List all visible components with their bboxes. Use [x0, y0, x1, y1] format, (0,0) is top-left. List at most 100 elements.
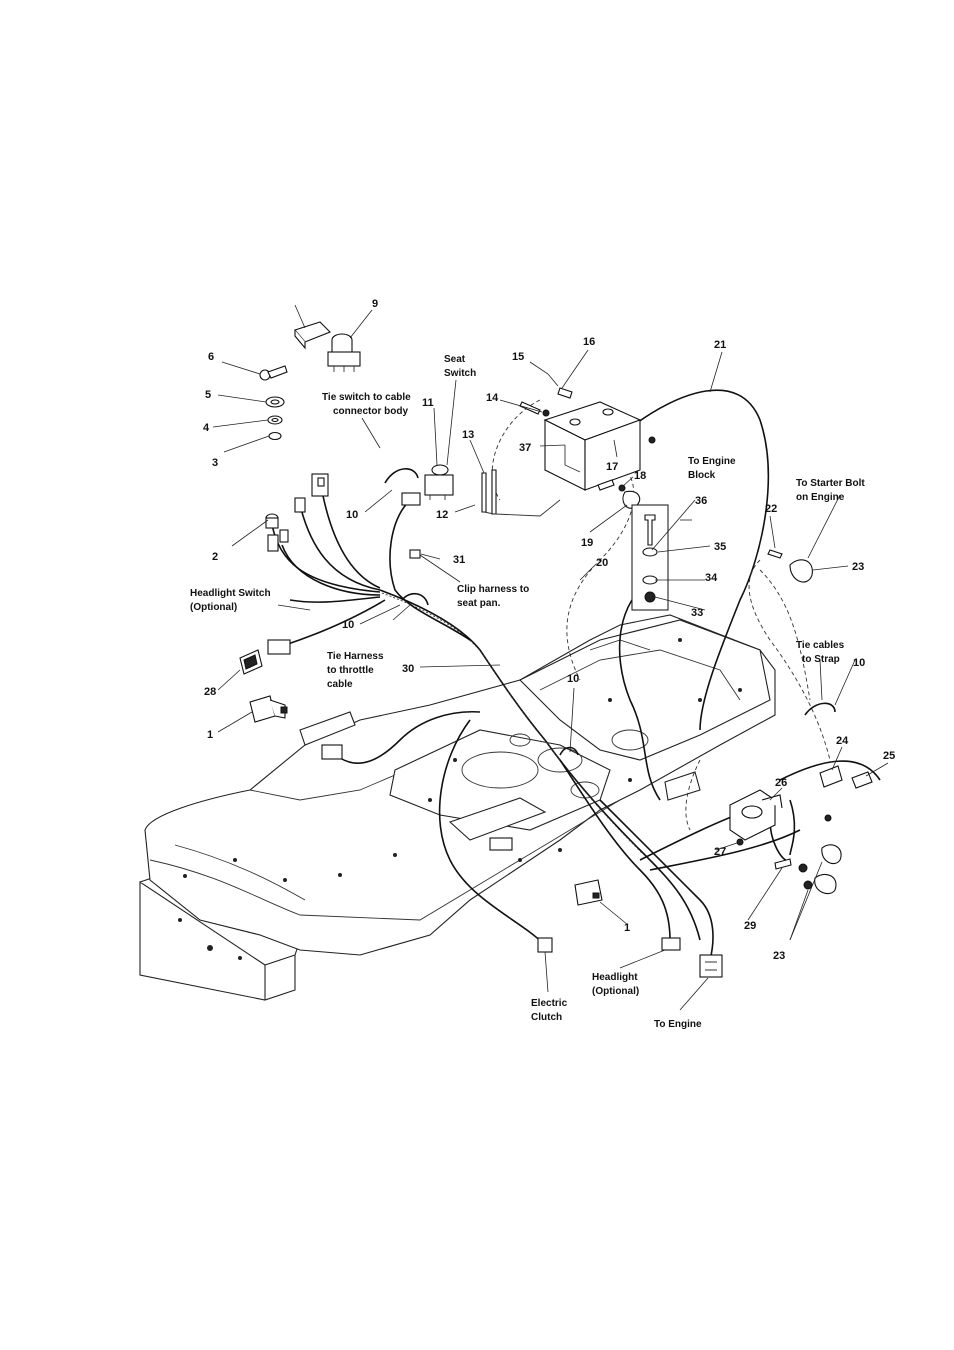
mower-frame	[139, 614, 776, 1001]
callout-2: 2	[212, 551, 218, 563]
label-clip-harness-line2: seat pan.	[457, 598, 501, 609]
label-tie-harness-line1: Tie Harness	[327, 651, 384, 662]
part-cable-tie	[804, 702, 836, 716]
part-connector	[661, 937, 681, 951]
callouts: 9 6 5 4 3 15 16 21 11 14 13 37 17 18 10 …	[203, 298, 895, 962]
part-cable-tie	[559, 746, 579, 756]
callout-1-right: 1	[624, 922, 630, 934]
part-ignition-switch	[265, 513, 279, 529]
parts	[239, 321, 873, 978]
callout-17: 17	[606, 461, 618, 473]
label-tie-switch-line1: Tie switch to cable	[322, 392, 411, 403]
part-nut	[648, 436, 656, 444]
callout-28: 28	[204, 686, 216, 698]
label-to-starter-bolt-line1: To Starter Bolt	[796, 478, 865, 489]
callout-18: 18	[634, 470, 646, 482]
callout-12: 12	[436, 509, 448, 521]
part-starter-solenoid	[729, 789, 783, 841]
part-cover	[294, 321, 331, 350]
part-connector-pin	[317, 477, 325, 487]
part-bolt	[597, 479, 615, 491]
label-tie-harness-line3: cable	[327, 679, 353, 690]
callout-37: 37	[519, 442, 531, 454]
callout-27: 27	[714, 846, 726, 858]
part-clip	[494, 499, 561, 517]
part-connector	[321, 744, 343, 760]
label-headlight-line1: Headlight	[592, 972, 638, 983]
callout-29: 29	[744, 920, 756, 932]
label-tie-harness-line2: to throttle	[327, 665, 374, 676]
part-lock-washer	[268, 431, 282, 441]
part-connector	[267, 639, 291, 655]
label-headlight-switch-line1: Headlight Switch	[190, 588, 271, 599]
part-cable-tie	[384, 468, 419, 484]
part-key	[259, 365, 288, 381]
label-headlight-line2: (Optional)	[592, 986, 639, 997]
callout-33: 33	[691, 607, 703, 619]
label-clip-harness-line1: Clip harness to	[457, 584, 529, 595]
callout-14: 14	[486, 392, 499, 404]
part-nut	[265, 396, 285, 408]
part-connector	[267, 534, 279, 552]
part-bolt	[557, 387, 573, 399]
callout-11: 11	[422, 397, 434, 409]
callout-4: 4	[203, 422, 210, 434]
label-tie-switch-line2: connector body	[333, 406, 408, 417]
callout-23-upper: 23	[852, 561, 864, 573]
callout-20: 20	[596, 557, 608, 569]
part-nut	[542, 409, 550, 417]
part-connector	[294, 497, 306, 513]
callout-5: 5	[205, 389, 211, 401]
part-bolt	[519, 401, 541, 415]
label-electric-clutch-line1: Electric	[531, 998, 568, 1009]
callout-3: 3	[212, 457, 218, 469]
part-terminal-boot	[789, 559, 813, 583]
callout-10-center: 10	[567, 673, 579, 685]
part-bolt	[644, 514, 656, 546]
part-connector	[489, 837, 513, 851]
callout-10-right: 10	[853, 657, 865, 669]
part-washer	[642, 547, 658, 557]
callout-35: 35	[714, 541, 726, 553]
part-interlock-switch	[249, 695, 288, 723]
part-harness-clip	[409, 549, 421, 559]
part-connector	[401, 492, 421, 506]
part-nut	[798, 863, 808, 873]
label-electric-clutch-line2: Clutch	[531, 1012, 562, 1023]
part-nut	[824, 814, 832, 822]
callout-34: 34	[705, 572, 718, 584]
label-seat-switch-line1: Seat	[444, 354, 466, 365]
part-connector	[279, 529, 289, 543]
label-to-engine-block-line2: Block	[688, 470, 716, 481]
label-to-engine-block-line1: To Engine	[688, 456, 736, 467]
callout-19: 19	[581, 537, 593, 549]
callout-9: 9	[372, 298, 378, 310]
callout-36: 36	[695, 495, 707, 507]
part-engine-plug	[699, 954, 723, 978]
part-bolt	[767, 549, 783, 559]
label-to-starter-bolt-line2: on Engine	[796, 492, 845, 503]
callout-24: 24	[836, 735, 849, 747]
part-battery	[543, 401, 642, 491]
part-lock-washer	[642, 575, 658, 585]
part-nut	[618, 484, 626, 492]
leader-lines	[212, 304, 889, 1011]
part-nut	[803, 880, 813, 890]
callout-1-left: 1	[207, 729, 213, 741]
label-to-engine: To Engine	[654, 1019, 702, 1030]
part-cable-tie	[401, 592, 429, 606]
callout-6: 6	[208, 351, 214, 363]
part-interlock-switch	[574, 879, 603, 906]
callout-31: 31	[453, 554, 465, 566]
part-connector	[537, 937, 553, 953]
callout-26: 26	[775, 777, 787, 789]
part-seat-switch	[424, 464, 454, 500]
callout-21: 21	[714, 339, 726, 351]
callout-13: 13	[462, 429, 474, 441]
part-fuse-holder	[819, 765, 843, 788]
part-nut	[644, 591, 656, 603]
part-pto-switch	[327, 333, 361, 372]
label-tie-cables-line1: Tie cables	[796, 640, 845, 651]
callout-10-middle: 10	[342, 619, 354, 631]
